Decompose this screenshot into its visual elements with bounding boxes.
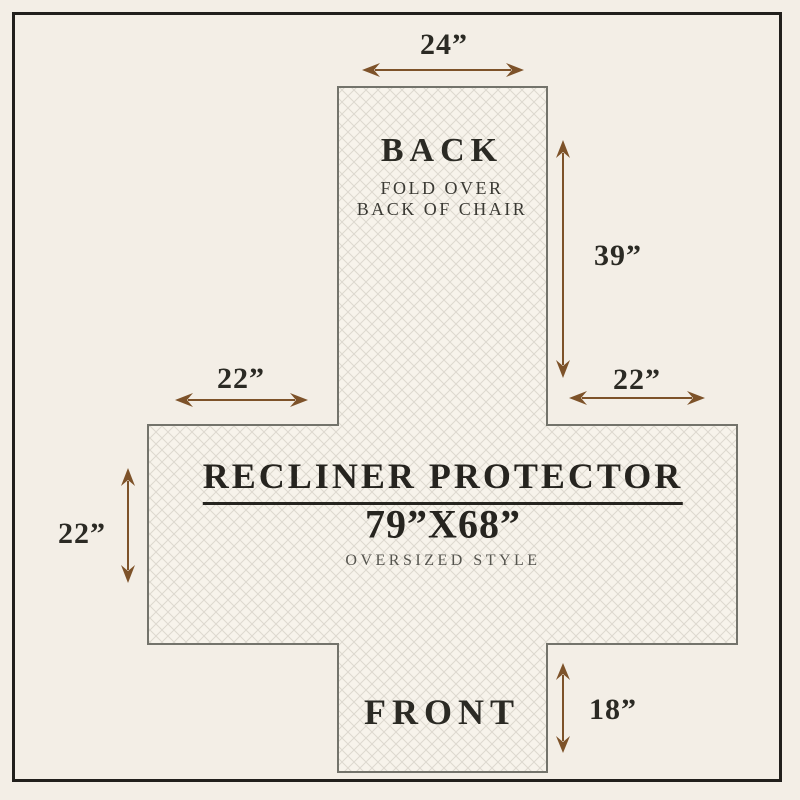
right-wing-width-label: 22” xyxy=(613,363,661,396)
product-style: OVERSIZED STYLE xyxy=(345,552,541,569)
front-panel-label: FRONT xyxy=(364,692,520,732)
back-height-label: 39” xyxy=(594,239,642,272)
seat-height-arrow xyxy=(121,468,135,583)
product-size: 79”X68” xyxy=(365,501,521,547)
front-height-arrow xyxy=(556,663,570,753)
left-wing-width-arrow xyxy=(175,393,308,407)
back-width-arrow xyxy=(362,63,524,77)
left-wing-width-label: 22” xyxy=(217,362,265,395)
back-panel-note: FOLD OVER BACK OF CHAIR xyxy=(357,178,528,220)
protector-cross-shape xyxy=(147,86,738,773)
right-wing-width-arrow xyxy=(569,391,705,405)
back-width-label: 24” xyxy=(420,28,468,61)
back-panel-note-line1: FOLD OVER xyxy=(380,178,504,198)
seat-height-label: 22” xyxy=(58,517,106,550)
product-title: RECLINER PROTECTOR xyxy=(202,455,684,505)
back-height-arrow xyxy=(556,140,570,378)
front-height-label: 18” xyxy=(589,693,637,726)
back-panel-note-line2: BACK OF CHAIR xyxy=(356,199,528,219)
back-panel-label: BACK xyxy=(380,132,504,169)
